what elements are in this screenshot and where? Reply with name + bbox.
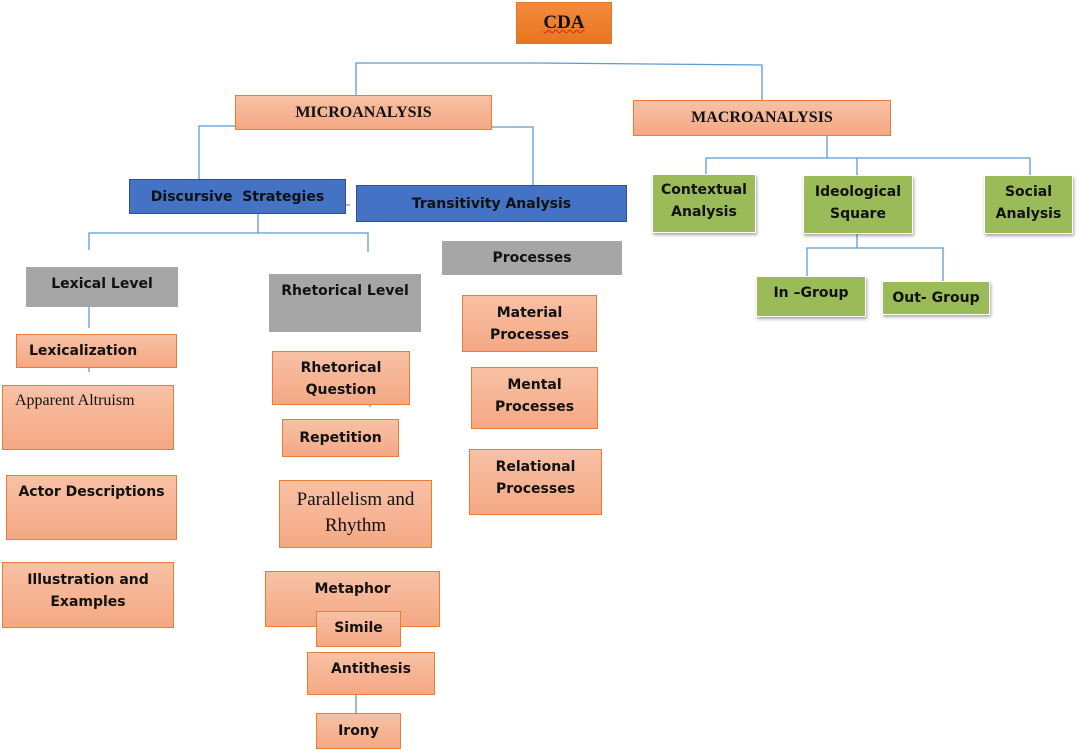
discursive-strategies-label: Discursive Strategies: [150, 188, 325, 205]
macroanalysis-label: MACROANALYSIS: [691, 109, 833, 126]
ideological-square-node: Ideological Square: [803, 175, 913, 234]
metaphor-label: Metaphor: [314, 581, 391, 597]
antithesis-node: Antithesis: [307, 652, 435, 695]
mental-processes-node: Mental Processes: [471, 367, 598, 429]
irony-node: Irony: [316, 713, 401, 749]
connector-ideological: [806, 234, 858, 278]
parallelism-rhythm-node: Parallelism and Rhythm: [279, 480, 432, 548]
social-analysis-label: Social Analysis: [995, 184, 1062, 222]
transitivity-analysis-label: Transitivity Analysis: [411, 195, 572, 212]
processes-node: Processes: [442, 241, 622, 275]
illustration-examples-node: Illustration and Examples: [2, 562, 174, 628]
processes-label: Processes: [492, 250, 572, 266]
rhetorical-level-label: Rhetorical Level: [281, 283, 409, 299]
ideological-square-label: Ideological Square: [814, 184, 902, 222]
out-group-label: Out- Group: [892, 290, 980, 306]
out-group-node: Out- Group: [882, 281, 990, 315]
apparent-altruism-node: Apparent Altruism: [2, 385, 174, 450]
material-processes-label: Material Processes: [489, 305, 570, 343]
repetition-node: Repetition: [282, 419, 399, 457]
in-group-label: In –Group: [773, 285, 849, 301]
lexicalization-label: Lexicalization: [29, 343, 138, 359]
lexicalization-node: Lexicalization: [16, 334, 177, 368]
microanalysis-node: MICROANALYSIS: [235, 95, 492, 130]
rhetorical-question-label: Rhetorical Question: [300, 360, 382, 398]
connector-micro-right: [474, 126, 534, 186]
illustration-examples-label: Illustration and Examples: [27, 572, 149, 610]
simile-label: Simile: [334, 620, 383, 636]
contextual-analysis-node: Contextual Analysis: [652, 174, 756, 233]
rhetorical-question-node: Rhetorical Question: [272, 351, 410, 405]
antithesis-label: Antithesis: [331, 661, 411, 677]
actor-descriptions-node: Actor Descriptions: [6, 475, 177, 540]
lexical-level-node: Lexical Level: [26, 267, 178, 307]
lexical-level-label: Lexical Level: [51, 276, 153, 292]
discursive-strategies-node: Discursive Strategies: [129, 179, 346, 214]
macroanalysis-node: MACROANALYSIS: [633, 100, 891, 136]
material-processes-node: Material Processes: [462, 295, 597, 352]
microanalysis-label: MICROANALYSIS: [295, 103, 432, 121]
contextual-analysis-label: Contextual Analysis: [661, 182, 747, 220]
simile-node: Simile: [316, 611, 401, 647]
relational-processes-label: Relational Processes: [495, 459, 576, 497]
root-label: CDA: [543, 12, 585, 33]
transitivity-analysis-node: Transitivity Analysis: [356, 185, 627, 222]
irony-label: Irony: [338, 723, 379, 739]
root-node-cda: CDA: [516, 2, 612, 44]
in-group-node: In –Group: [756, 276, 866, 317]
connector-micro-left: [198, 125, 260, 179]
rhetorical-level-node: Rhetorical Level: [269, 274, 421, 332]
relational-processes-node: Relational Processes: [469, 449, 602, 515]
mental-processes-label: Mental Processes: [494, 377, 575, 415]
connector-macro: [705, 136, 828, 177]
connector-discursive-right: [258, 232, 369, 252]
repetition-label: Repetition: [299, 430, 382, 446]
apparent-altruism-label: Apparent Altruism: [15, 392, 135, 409]
actor-descriptions-label: Actor Descriptions: [18, 484, 165, 500]
parallelism-rhythm-label: Parallelism and Rhythm: [296, 489, 415, 536]
social-analysis-node: Social Analysis: [984, 175, 1073, 234]
